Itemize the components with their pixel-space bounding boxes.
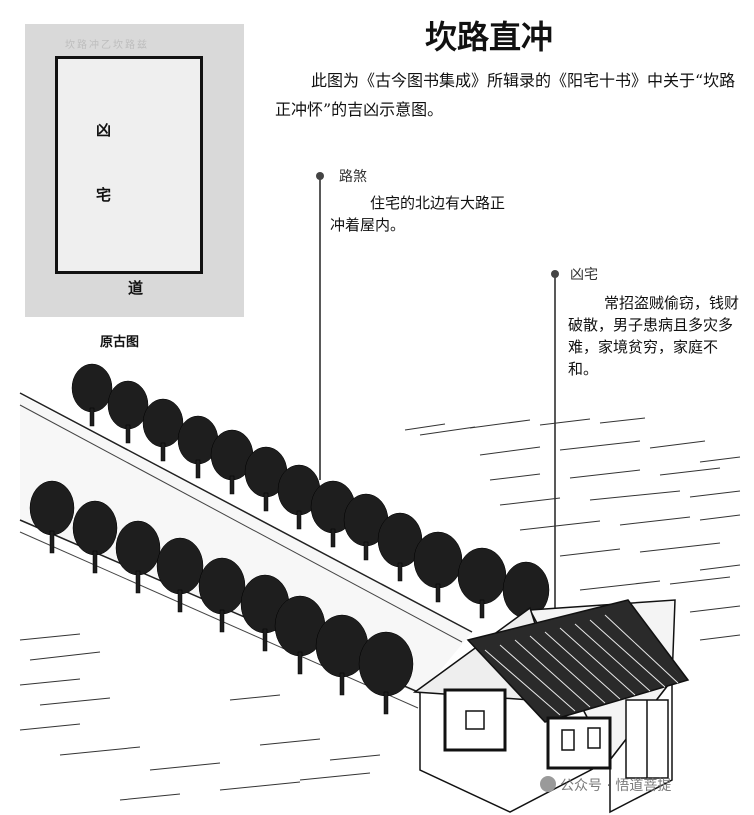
original-figure-char-zhai: 宅: [96, 186, 112, 204]
annotation-text-xiongzhai: 常招盗贼偷窃，钱财破散，男子患病且多灾多难，家境贫穷，家庭不和。: [568, 294, 740, 378]
tree-row-back: [71, 363, 550, 629]
annotation-label-xiongzhai: 凶宅: [570, 267, 598, 283]
annotation-text-lusha: 住宅的北边有大路正冲着屋内。: [330, 194, 506, 234]
original-figure-caption: 原古图: [100, 335, 140, 350]
original-figure-char-xiong: 凶: [96, 121, 112, 139]
original-figure-frame: [55, 56, 203, 274]
wechat-logo-icon: [540, 776, 556, 792]
annotation-label-lusha: 路煞: [339, 169, 367, 185]
leader-dot-xiongzhai: [551, 270, 559, 278]
road-edge-lower-inner: [19, 531, 419, 709]
page-title: 坎路直冲: [425, 18, 554, 56]
grass-strokes: [19, 417, 741, 801]
watermark-text: 公众号 · 悟道菩提: [560, 778, 672, 794]
leader-dot-lusha: [316, 172, 324, 180]
original-figure-char-dao: 道: [128, 279, 144, 297]
watermark: 公众号 · 悟道菩提: [560, 775, 671, 795]
original-figure-ghost-text: 坎路冲乙坎路兹: [65, 40, 149, 51]
tree-row-front: [29, 480, 414, 715]
intro-paragraph: 此图为《古今图书集成》所辑录的《阳宅十书》中关于“坎路正冲怀”的吉凶示意图。: [275, 71, 736, 119]
original-figure: 坎路冲乙坎路兹 凶 宅 道: [25, 24, 244, 317]
road-edge-upper-inner: [19, 404, 463, 643]
road-edge-upper: [19, 392, 473, 633]
house: [412, 599, 690, 814]
